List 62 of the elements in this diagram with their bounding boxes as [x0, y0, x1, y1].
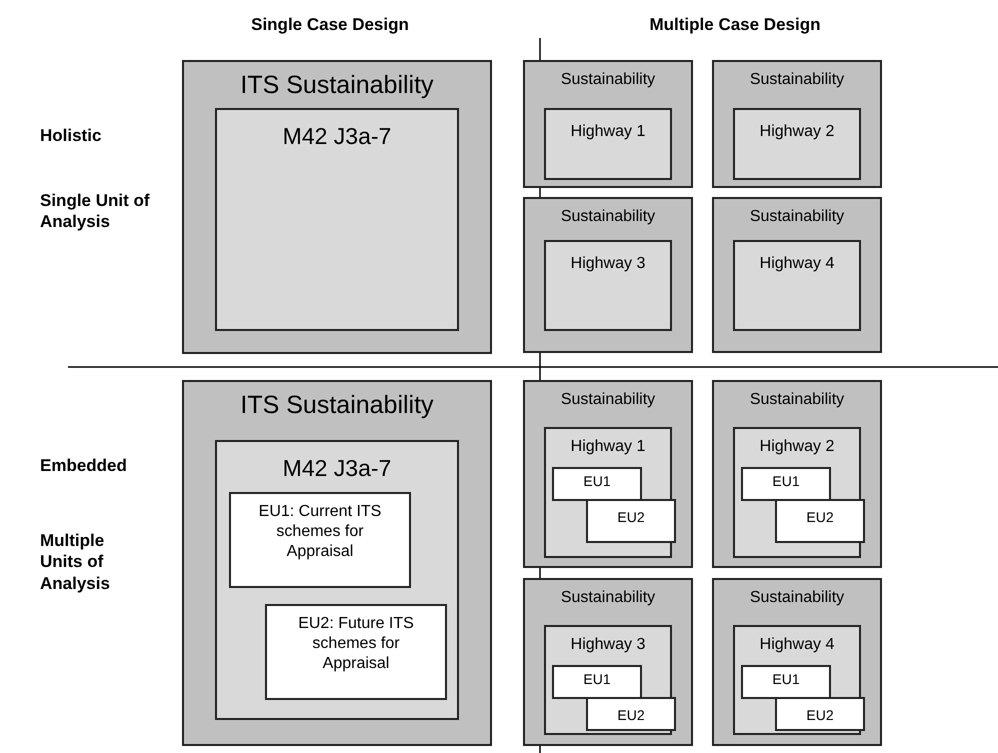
box-title: EU1 — [583, 671, 611, 688]
row-column-heading: Single Case Design — [250, 14, 410, 36]
embedded-unit-box — [586, 697, 676, 731]
box-title: EU2 — [617, 707, 645, 724]
box-title: ITS Sustainability — [240, 70, 434, 101]
embedded-unit-box — [586, 499, 676, 543]
unit-box — [215, 440, 459, 720]
unit-box — [733, 240, 861, 331]
embedded-unit-box — [265, 604, 447, 700]
box-title: M42 J3a-7 — [282, 122, 392, 151]
box-title: Highway 4 — [760, 635, 834, 655]
box-title: EU1 — [772, 473, 800, 490]
box-title: EU2 — [617, 509, 645, 526]
unit-box — [733, 108, 861, 180]
case-box — [523, 578, 693, 746]
case-box — [712, 60, 882, 188]
case-box — [712, 197, 882, 353]
case-box — [182, 380, 492, 746]
box-title: ITS Sustainability — [240, 390, 434, 421]
case-box — [182, 60, 492, 354]
unit-box — [544, 108, 672, 180]
box-title: Highway 4 — [760, 254, 834, 274]
embedded-unit-box — [741, 467, 831, 501]
box-title: Sustainability — [750, 390, 844, 410]
box-title: Sustainability — [560, 70, 656, 90]
case-box — [523, 380, 693, 568]
box-title: Highway 2 — [760, 437, 834, 457]
row-column-heading: Single Unit of Analysis — [40, 190, 150, 232]
row-column-heading: Holistic — [40, 125, 102, 146]
embedded-unit-box — [741, 665, 831, 699]
embedded-unit-box — [552, 665, 642, 699]
case-box — [712, 578, 882, 746]
embedded-unit-box — [229, 492, 411, 588]
unit-box — [215, 108, 459, 331]
box-title: M42 J3a-7 — [282, 454, 392, 483]
box-title: Highway 3 — [570, 635, 646, 655]
box-title: Highway 2 — [760, 122, 834, 142]
row-column-heading: Embedded — [40, 455, 128, 476]
box-title: EU2: Future ITS schemes for Appraisal — [297, 614, 415, 674]
box-title: EU1 — [583, 473, 611, 490]
row-column-heading: Multiple Units of Analysis — [40, 530, 111, 594]
row-column-heading: Multiple Case Design — [648, 14, 822, 36]
box-title: EU1: Current ITS schemes for Appraisal — [258, 502, 382, 562]
box-title: EU1 — [772, 671, 800, 688]
box-title: Highway 3 — [570, 254, 646, 274]
box-title: EU2 — [806, 707, 834, 724]
box-title: Sustainability — [560, 207, 656, 227]
box-title: Sustainability — [560, 588, 656, 608]
embedded-unit-box — [775, 697, 865, 731]
box-title: Sustainability — [560, 390, 656, 410]
case-box — [523, 197, 693, 353]
embedded-unit-box — [775, 499, 865, 543]
box-title: Highway 1 — [570, 122, 646, 142]
box-title: Sustainability — [750, 207, 844, 227]
case-box — [712, 380, 882, 568]
embedded-unit-box — [552, 467, 642, 501]
case-box — [523, 60, 693, 188]
box-title: Sustainability — [750, 588, 844, 608]
box-title: Highway 1 — [570, 437, 646, 457]
box-title: Sustainability — [750, 70, 844, 90]
box-title: EU2 — [806, 509, 834, 526]
unit-box — [544, 240, 672, 331]
